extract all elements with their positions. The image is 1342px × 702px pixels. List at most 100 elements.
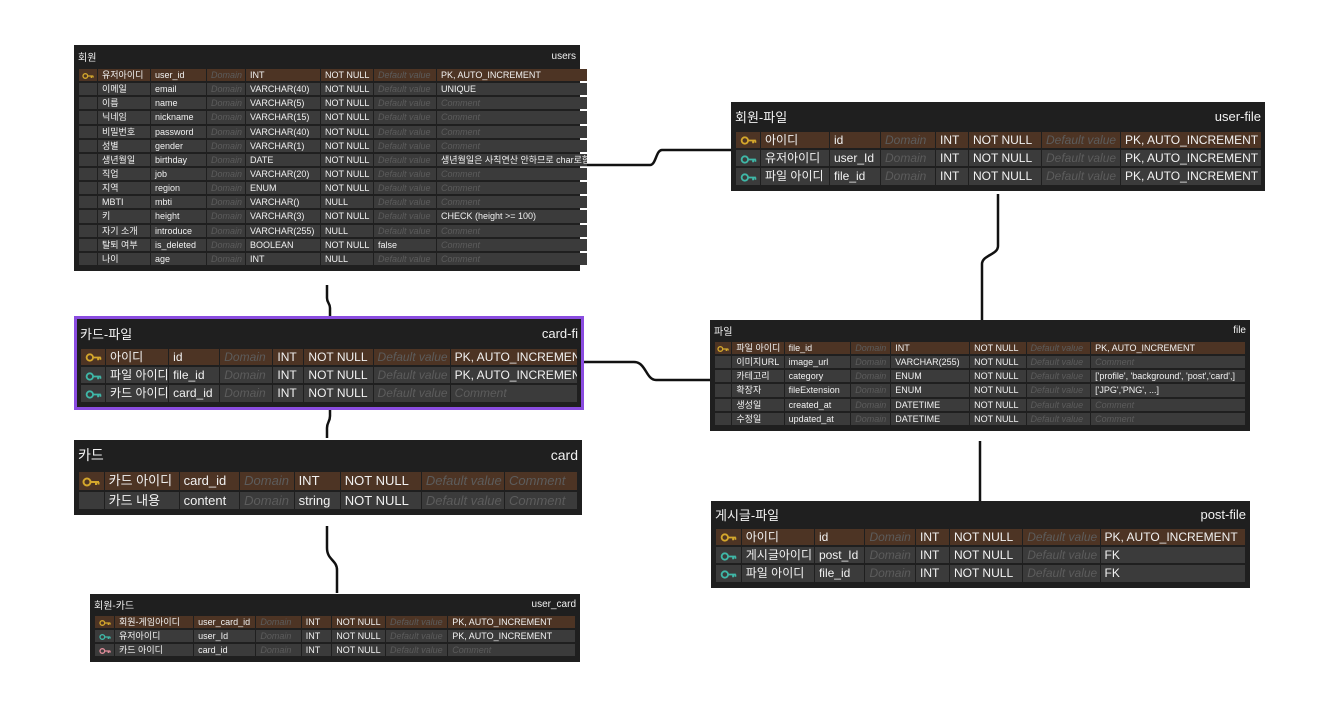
logical-name-cell[interactable]: 유저아이디 [761, 150, 829, 167]
comment-cell[interactable]: Comment [505, 472, 577, 490]
comment-cell[interactable]: Comment [1091, 412, 1245, 425]
domain-cell[interactable]: Domain [865, 565, 915, 582]
type-cell[interactable]: INT [936, 132, 968, 149]
type-cell[interactable]: ENUM [891, 370, 970, 383]
physical-name-cell[interactable]: gender [151, 139, 206, 152]
domain-cell[interactable]: Domain [207, 125, 245, 138]
nullable-cell[interactable]: NOT NULL [332, 630, 386, 643]
physical-name-cell[interactable]: created_at [784, 398, 851, 411]
comment-cell[interactable]: Comment [437, 125, 587, 138]
type-cell[interactable]: DATE [246, 153, 320, 166]
domain-cell[interactable]: Domain [207, 252, 245, 265]
nullable-cell[interactable]: NOT NULL [321, 83, 373, 96]
type-cell[interactable]: INT [273, 367, 304, 384]
nullable-cell[interactable]: NOT NULL [332, 616, 386, 629]
physical-name-cell[interactable]: is_deleted [151, 238, 206, 251]
domain-cell[interactable]: Domain [207, 167, 245, 181]
comment-cell[interactable]: CHECK (height >= 100) [437, 210, 587, 223]
default-cell[interactable]: Default value [1042, 150, 1120, 167]
default-cell[interactable]: Default value [374, 111, 436, 124]
nullable-cell[interactable]: NOT NULL [304, 349, 373, 366]
nullable-cell[interactable]: NULL [321, 196, 373, 209]
default-cell[interactable]: Default value [374, 83, 436, 96]
type-cell[interactable]: VARCHAR(15) [246, 111, 320, 124]
logical-name-cell[interactable]: 생년월일 [98, 153, 150, 166]
logical-name-cell[interactable]: 파일 아이디 [761, 168, 829, 185]
logical-name-cell[interactable]: 나이 [98, 252, 150, 265]
default-cell[interactable]: false [374, 238, 436, 251]
physical-name-cell[interactable]: fileExtension [784, 384, 851, 397]
nullable-cell[interactable]: NOT NULL [970, 342, 1026, 355]
logical-name-cell[interactable]: 유저아이디 [115, 630, 194, 643]
nullable-cell[interactable]: NOT NULL [949, 529, 1023, 546]
comment-cell[interactable]: Comment [437, 182, 587, 195]
logical-name-cell[interactable]: 파일 아이디 [741, 565, 814, 582]
type-cell[interactable]: INT [273, 385, 304, 402]
logical-name-cell[interactable]: 비밀번호 [98, 125, 150, 138]
nullable-cell[interactable]: NOT NULL [969, 168, 1041, 185]
comment-cell[interactable]: PK, AUTO_INCREMENT [448, 616, 575, 629]
logical-name-cell[interactable]: 유저아이디 [98, 69, 150, 82]
nullable-cell[interactable]: NULL [321, 252, 373, 265]
type-cell[interactable]: DATETIME [891, 412, 970, 425]
type-cell[interactable]: VARCHAR(3) [246, 210, 320, 223]
logical-name-cell[interactable]: 탈퇴 여부 [98, 238, 150, 251]
type-cell[interactable]: INT [246, 252, 320, 265]
type-cell[interactable]: VARCHAR(5) [246, 97, 320, 110]
nullable-cell[interactable]: NOT NULL [969, 150, 1041, 167]
domain-cell[interactable]: Domain [881, 150, 935, 167]
physical-name-cell[interactable]: password [151, 125, 206, 138]
default-cell[interactable]: Default value [1026, 356, 1091, 369]
physical-name-cell[interactable]: name [151, 97, 206, 110]
type-cell[interactable]: VARCHAR(40) [246, 125, 320, 138]
type-cell[interactable]: VARCHAR(40) [246, 83, 320, 96]
logical-name-cell[interactable]: 아이디 [106, 349, 169, 366]
physical-name-cell[interactable]: email [151, 83, 206, 96]
logical-name-cell[interactable]: 생성일 [732, 398, 784, 411]
nullable-cell[interactable]: NOT NULL [949, 547, 1023, 564]
domain-cell[interactable]: Domain [851, 412, 891, 425]
comment-cell[interactable]: Comment [437, 238, 587, 251]
physical-name-cell[interactable]: id [814, 529, 865, 546]
default-cell[interactable]: Default value [1023, 547, 1100, 564]
comment-cell[interactable]: PK, AUTO_INCREMENT [1121, 150, 1261, 167]
default-cell[interactable]: Default value [386, 630, 448, 643]
nullable-cell[interactable]: NULL [321, 224, 373, 237]
logical-name-cell[interactable]: 아이디 [741, 529, 814, 546]
domain-cell[interactable]: Domain [240, 472, 294, 490]
physical-name-cell[interactable]: file_id [830, 168, 880, 185]
default-cell[interactable]: Default value [1042, 168, 1120, 185]
physical-name-cell[interactable]: file_id [814, 565, 865, 582]
physical-name-cell[interactable]: post_Id [814, 547, 865, 564]
domain-cell[interactable]: Domain [851, 398, 891, 411]
physical-name-cell[interactable]: birthday [151, 153, 206, 166]
default-cell[interactable]: Default value [374, 97, 436, 110]
domain-cell[interactable]: Domain [207, 224, 245, 237]
logical-name-cell[interactable]: MBTI [98, 196, 150, 209]
default-cell[interactable]: Default value [374, 69, 436, 82]
type-cell[interactable]: INT [936, 150, 968, 167]
type-cell[interactable]: VARCHAR() [246, 196, 320, 209]
comment-cell[interactable]: Comment [437, 252, 587, 265]
nullable-cell[interactable]: NOT NULL [321, 210, 373, 223]
domain-cell[interactable]: Domain [207, 238, 245, 251]
domain-cell[interactable]: Domain [207, 182, 245, 195]
physical-name-cell[interactable]: age [151, 252, 206, 265]
comment-cell[interactable]: 생년월일은 사칙연산 안하므로 char로함 [437, 153, 587, 166]
logical-name-cell[interactable]: 성별 [98, 139, 150, 152]
